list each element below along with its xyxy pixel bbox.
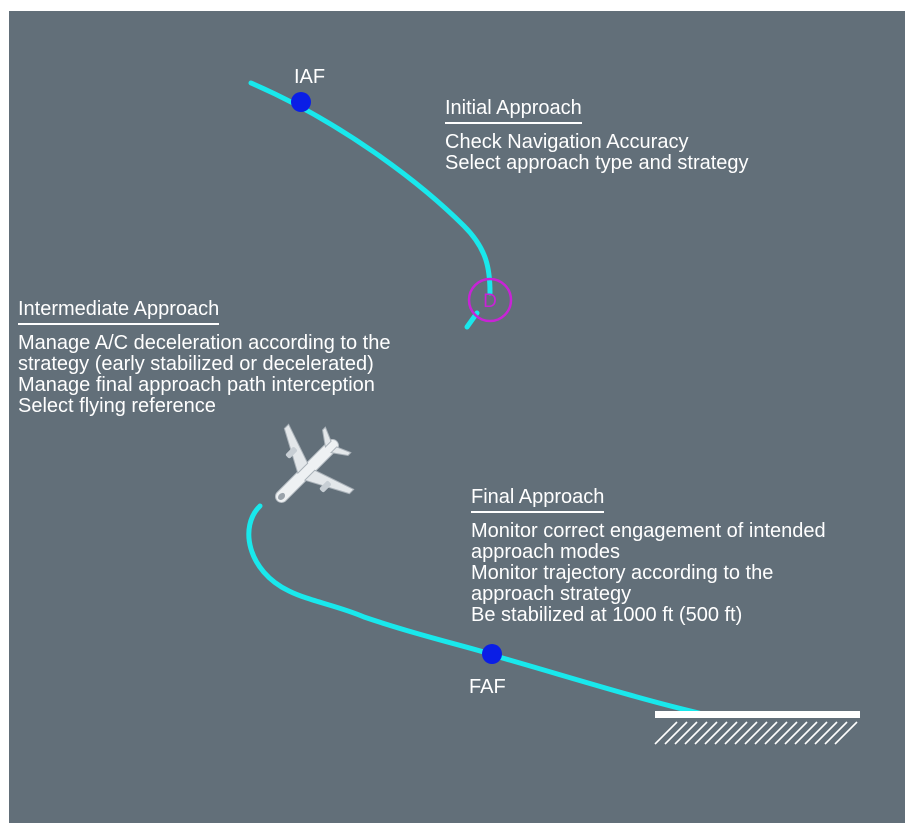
final-approach-line: Monitor correct engagement of intended (471, 520, 826, 542)
intermediate-approach-line: Select flying reference (18, 395, 216, 417)
iaf-label: IAF (294, 66, 326, 88)
faf-label: FAF (469, 676, 506, 698)
runway-icon (654, 711, 860, 745)
intermediate-approach-line: Manage final approach path interception (18, 374, 375, 396)
deceleration-point-icon: D (467, 277, 513, 323)
final-approach-line: Monitor trajectory according to the (471, 562, 774, 584)
final-approach-line: approach modes (471, 541, 620, 563)
initial-approach-line: Select approach type and strategy (445, 152, 749, 174)
initial-approach-line: Check Navigation Accuracy (445, 131, 689, 153)
decel-symbol: D (483, 291, 497, 312)
intermediate-approach-title: Intermediate Approach (18, 299, 220, 325)
iaf-waypoint-marker (291, 92, 311, 112)
intermediate-approach-block: Intermediate Approach Manage A/C deceler… (18, 299, 390, 417)
intermediate-approach-line: strategy (early stabilized or decelerate… (18, 353, 374, 375)
initial-approach-block: Initial Approach Check Navigation Accura… (445, 98, 749, 174)
final-approach-block: Final Approach Monitor correct engagemen… (471, 487, 826, 626)
final-approach-path (246, 503, 702, 716)
initial-approach-title: Initial Approach (445, 98, 582, 124)
intermediate-approach-line: Manage A/C deceleration according to the (18, 332, 391, 354)
faf-waypoint-marker (482, 644, 502, 664)
initial-approach-path (248, 80, 493, 296)
diagram-panel: D (9, 11, 905, 823)
approach-diagram: D (246, 80, 860, 745)
final-approach-title: Final Approach (471, 487, 605, 513)
final-approach-line: approach strategy (471, 583, 632, 605)
airplane-icon (275, 423, 355, 503)
final-approach-line: Be stabilized at 1000 ft (500 ft) (471, 604, 743, 626)
